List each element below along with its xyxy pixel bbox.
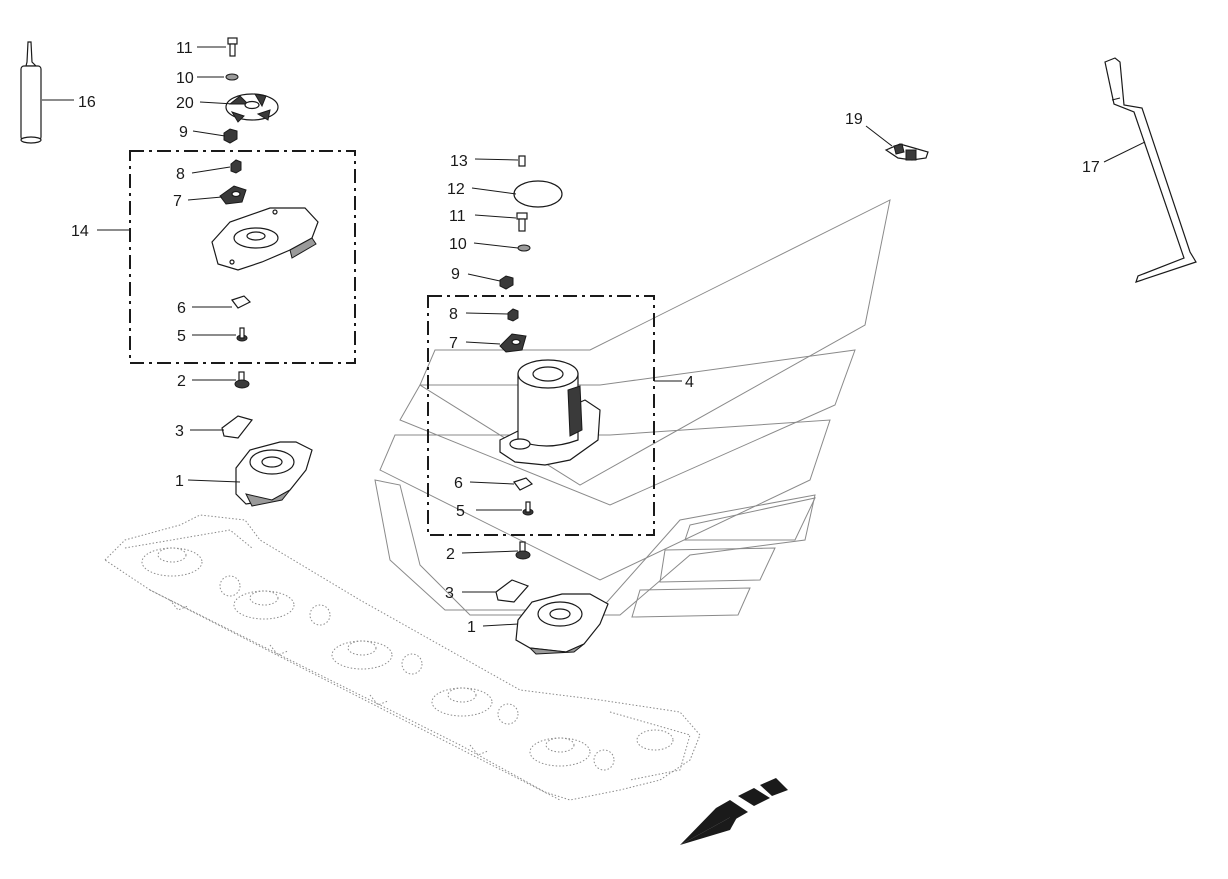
callout-mid-6: 6 [454,475,463,492]
cutting-disc-part-1-left [235,441,313,507]
cutter-bar [104,514,701,801]
callout-mid-9: 9 [451,266,460,283]
callout-16: 16 [78,94,96,111]
bolt-part-11-mid [516,212,528,232]
callout-mid-1: 1 [467,619,476,636]
callout-labels: 11 10 20 9 8 7 14 6 5 2 3 1 16 13 12 11 … [71,40,1100,636]
callout-mid-4: 4 [685,374,694,391]
bolt-part-11-left [227,37,238,57]
travel-direction-arrow-icon [680,778,788,845]
drum-hub-part-4 [499,359,601,466]
callout-mid-2: 2 [446,546,455,563]
callout-left-5: 5 [177,328,186,345]
callout-mid-11: 11 [449,208,466,225]
callout-left-1: 1 [175,473,184,490]
callout-left-8: 8 [176,166,185,183]
callout-left-7: 7 [173,193,182,210]
background-guide-shapes [374,199,891,618]
nut-part-8-mid [507,308,519,322]
callout-mid-10: 10 [449,236,467,253]
washer-part-10-left [225,73,239,81]
bolt-part-2-left [234,371,250,389]
callout-19: 19 [845,111,863,128]
group-box-left [129,150,356,364]
callout-left-10: 10 [176,70,194,87]
callout-left-11: 11 [176,40,193,57]
plate-part-6-left [231,295,252,309]
callout-left-6: 6 [177,300,186,317]
disc-4 [431,687,519,725]
blade-part-3-left [221,415,254,439]
callout-mid-7: 7 [449,335,458,352]
callout-left-2: 2 [177,373,186,390]
group-box-middle [427,295,655,536]
callout-left-3: 3 [175,423,184,440]
bolt-part-5-left [236,327,248,342]
protection-plate-part-14 [211,207,319,271]
screw-part-13-mid [518,155,526,167]
callout-mid-13: 13 [450,153,468,170]
grease-cartridge-part-16 [20,41,42,144]
disc-3 [331,640,423,675]
clip-part-7-mid [499,333,527,353]
blade-part-3-mid [495,579,530,603]
callout-mid-3: 3 [445,585,454,602]
disc-2 [233,590,331,626]
hub-cap-part-20 [225,93,279,123]
nut-part-9-left [223,128,238,144]
clip-part-7-left [219,185,247,205]
cutting-disc-part-1-mid [515,593,609,655]
callout-mid-12: 12 [447,181,465,198]
callout-17: 17 [1082,159,1100,176]
bracket-part-19 [884,143,929,161]
callout-mid-8: 8 [449,306,458,323]
tool-rod-part-17 [1104,57,1197,283]
callout-left-20: 20 [176,95,194,112]
leader-lines [42,46,1146,627]
callout-left-9: 9 [179,124,188,141]
washer-part-10-mid [517,244,531,252]
disc-1 [141,547,241,597]
nut-part-8-left [230,159,242,174]
bolt-part-5-mid [522,501,534,516]
bolt-part-2-mid [515,541,531,560]
callout-mid-5: 5 [456,503,465,520]
callout-left-14: 14 [71,223,89,240]
plate-part-6-mid [513,477,534,491]
cover-part-12-mid [513,180,563,208]
disc-5 [529,737,615,771]
nut-part-9-mid [499,275,514,290]
